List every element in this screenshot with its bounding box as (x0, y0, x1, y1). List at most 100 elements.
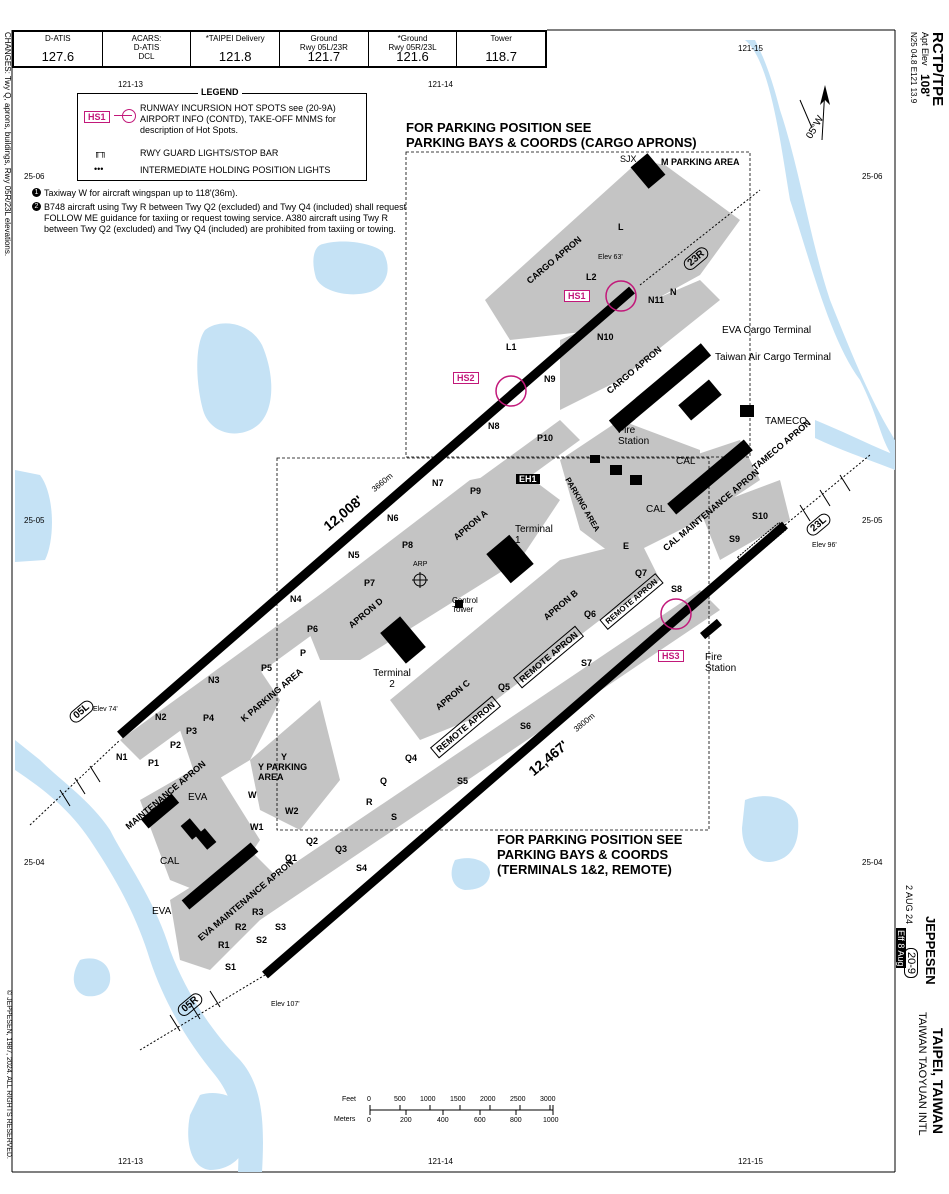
scale-feet-label: Feet (342, 1096, 357, 1103)
twy-Y: Y (281, 752, 288, 762)
apt-elev-label: Apt Elev (920, 32, 930, 66)
twy-N5: N5 (348, 550, 360, 560)
city-name: TAIPEI, TAIWAN (930, 1028, 946, 1135)
stop-bar-icon: ╓╖ (94, 147, 107, 157)
twy-Q4: Q4 (405, 753, 418, 763)
twy-N4: N4 (290, 594, 302, 604)
twy-N6: N6 (387, 513, 399, 523)
elev-05L: Elev 74' (93, 706, 118, 713)
twy-P3: P3 (186, 726, 198, 736)
twy-S10: S10 (752, 511, 769, 521)
label-m-parking: M PARKING AREA (661, 157, 740, 167)
grid-top-2: 121-14 (428, 80, 453, 89)
hotspot-hs3[interactable]: HS3 (658, 650, 684, 662)
legend-box: LEGEND HS1 RUNWAY INCURSION HOT SPOTS se… (77, 87, 367, 181)
buildings (140, 153, 754, 910)
twy-N1: N1 (116, 752, 128, 762)
freq-acars: ACARS: D-ATIS DCL (103, 32, 192, 66)
hotspot-hs2[interactable]: HS2 (453, 372, 479, 384)
grid-top-1: 121-13 (118, 80, 143, 89)
grid-right-1: 25-06 (862, 172, 883, 181)
scale-feet-3: 1500 (450, 1096, 466, 1103)
twy-P2: P2 (170, 740, 182, 750)
grid-left-2: 25-05 (24, 516, 45, 525)
holding-lights-icon: ••• (94, 164, 104, 174)
label-taiwan-air-cargo: Taiwan Air Cargo Terminal (715, 352, 831, 363)
twy-S: S (391, 812, 398, 822)
north-arrow (799, 85, 830, 141)
scale-bar (369, 1105, 554, 1115)
twy-S9: S9 (729, 534, 741, 544)
twy-Q7: Q7 (635, 568, 648, 578)
scale-feet-6: 3000 (540, 1096, 556, 1103)
scale-m-4: 800 (510, 1117, 522, 1124)
legend-hotspot-text: RUNWAY INCURSION HOT SPOTS see (20-9A) A… (140, 103, 336, 135)
twy-N8: N8 (488, 421, 500, 431)
grid-right-3: 25-04 (862, 858, 883, 867)
hotspot-circle-icon (122, 109, 136, 123)
scale-feet-0: 0 (367, 1096, 371, 1103)
hotspot-hs1[interactable]: HS1 (564, 290, 590, 302)
twy-S7: S7 (581, 658, 593, 668)
twy-S8: S8 (671, 584, 683, 594)
grid-top-3: 121-15 (738, 44, 763, 53)
twy-Q3: Q3 (335, 844, 348, 854)
twy-S5: S5 (457, 776, 469, 786)
hotspot-circles (495, 280, 692, 630)
publisher: JEPPESEN (923, 916, 938, 985)
twy-E: E (623, 541, 630, 551)
grid-left-1: 25-06 (24, 172, 45, 181)
grid-bottom-1: 121-13 (118, 1157, 143, 1166)
grid-right-2: 25-05 (862, 516, 883, 525)
scale-feet-1: 500 (394, 1096, 406, 1103)
scale-feet-5: 2500 (510, 1096, 526, 1103)
changes-note: CHANGES: Twy Q, aprons, buildings, Rwy 0… (3, 32, 12, 257)
elev-23R: Elev 63' (598, 254, 623, 261)
legend-holding-text: INTERMEDIATE HOLDING POSITION LIGHTS (140, 165, 331, 175)
scale-feet-4: 2000 (480, 1096, 496, 1103)
label-control-tower: Control Tower (452, 596, 478, 614)
label-eva-1: EVA (188, 792, 208, 803)
twy-P5: P5 (261, 663, 273, 673)
label-arp: ARP (413, 561, 428, 568)
twy-P9: P9 (470, 486, 482, 496)
twy-Q6: Q6 (584, 609, 597, 619)
twy-S1: S1 (225, 962, 237, 972)
cargo-parking-note: FOR PARKING POSITION SEE PARKING BAYS & … (406, 120, 697, 150)
twy-P10: P10 (537, 433, 554, 443)
scale-m-5: 1000 (543, 1117, 559, 1124)
runway-05L-23R (117, 286, 635, 739)
twy-L2: L2 (586, 272, 597, 282)
twy-N7: N7 (432, 478, 444, 488)
elev-05R: Elev 107' (271, 1001, 300, 1008)
scale-meters-label: Meters (334, 1116, 356, 1123)
twy-L: L (618, 222, 624, 232)
twy-P8: P8 (402, 540, 414, 550)
cargo-parking-box (405, 151, 751, 458)
label-cal-3: CAL (160, 856, 180, 867)
label-tameco: TAMECO (765, 416, 808, 427)
twy-R1: R1 (218, 940, 230, 950)
label-fire-station-2: Fire Station (705, 652, 737, 674)
label-eh1: EH1 (516, 474, 540, 484)
twy-R2: R2 (235, 922, 247, 932)
twy-P: P (300, 648, 307, 658)
arp-symbol (412, 572, 428, 588)
twy-Q5: Q5 (498, 682, 511, 692)
scale-m-2: 400 (437, 1117, 449, 1124)
label-y-parking: Y PARKING AREA (258, 762, 308, 782)
airport-name: TAIWAN TAOYUAN INTL (916, 1012, 928, 1136)
label-terminal1: Terminal 1 (515, 524, 553, 546)
legend-title: LEGEND (198, 87, 242, 97)
twy-N9: N9 (544, 374, 556, 384)
twy-S4: S4 (356, 863, 368, 873)
apt-coords: N25 04.8 E121 13.9 (909, 32, 918, 104)
twy-S2: S2 (256, 935, 268, 945)
